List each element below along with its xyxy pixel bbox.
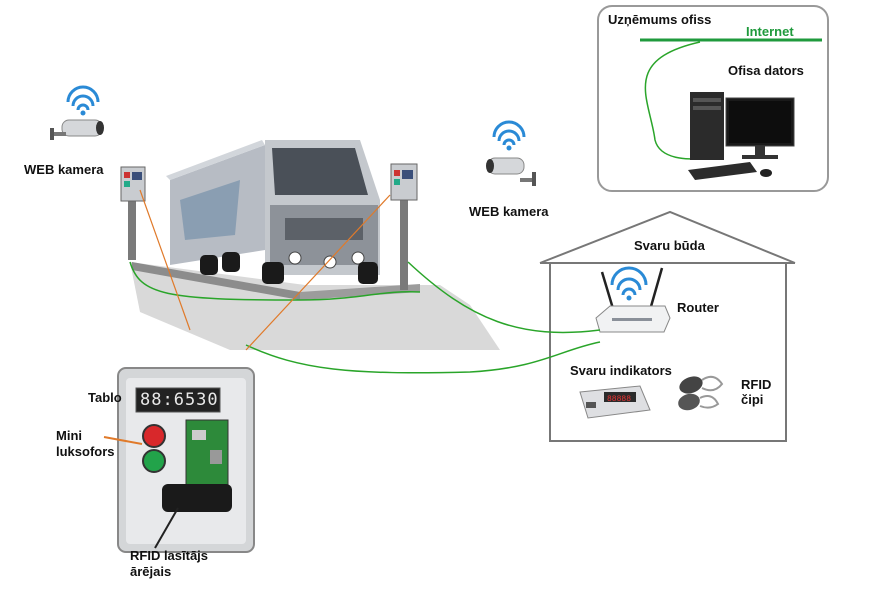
router-label: Router	[677, 300, 719, 315]
rfid-chips-label-1: RFID	[741, 377, 772, 392]
reader-pointer	[154, 507, 179, 549]
internet-label: Internet	[746, 24, 794, 39]
display-value: 88:6530	[140, 390, 219, 410]
control-box-cable	[245, 341, 601, 374]
office-cable	[644, 41, 701, 160]
traffic-light-label-1: Mini	[56, 428, 82, 443]
traffic-light-pointer	[103, 436, 143, 445]
house-title: Svaru būda	[634, 238, 705, 253]
truck	[166, 140, 380, 284]
office-computer	[688, 92, 795, 180]
right-camera-icon	[486, 120, 536, 186]
left-camera-icon	[50, 85, 104, 140]
right-pole-reader	[390, 163, 418, 290]
reader-label-1: RFID lasītājs	[130, 548, 209, 563]
deck-cable	[129, 261, 421, 301]
right-camera-label: WEB kamera	[469, 204, 549, 219]
office-title: Uzņēmums ofiss	[608, 12, 712, 27]
router-icon	[595, 266, 671, 333]
rfid-chips-icon	[678, 375, 724, 411]
reader-label-2: ārējais	[130, 564, 172, 579]
weighbridge-deck	[132, 262, 300, 300]
svg-text:88888: 88888	[607, 395, 631, 404]
left-reader-line	[139, 189, 191, 331]
display-label: Tablo	[88, 390, 122, 405]
rfid-chips-label-2: čipi	[741, 392, 764, 407]
indicator-label: Svaru indikators	[570, 363, 672, 378]
right-pole-cable	[407, 261, 601, 334]
control-box	[117, 367, 255, 553]
left-camera-label: WEB kamera	[24, 162, 104, 177]
right-reader-line	[245, 194, 391, 351]
left-pole-reader	[120, 166, 146, 260]
scale-indicator-icon: 88888	[579, 385, 651, 419]
traffic-light-label-2: luksofors	[56, 444, 115, 459]
office-computer-label: Ofisa dators	[728, 63, 804, 78]
